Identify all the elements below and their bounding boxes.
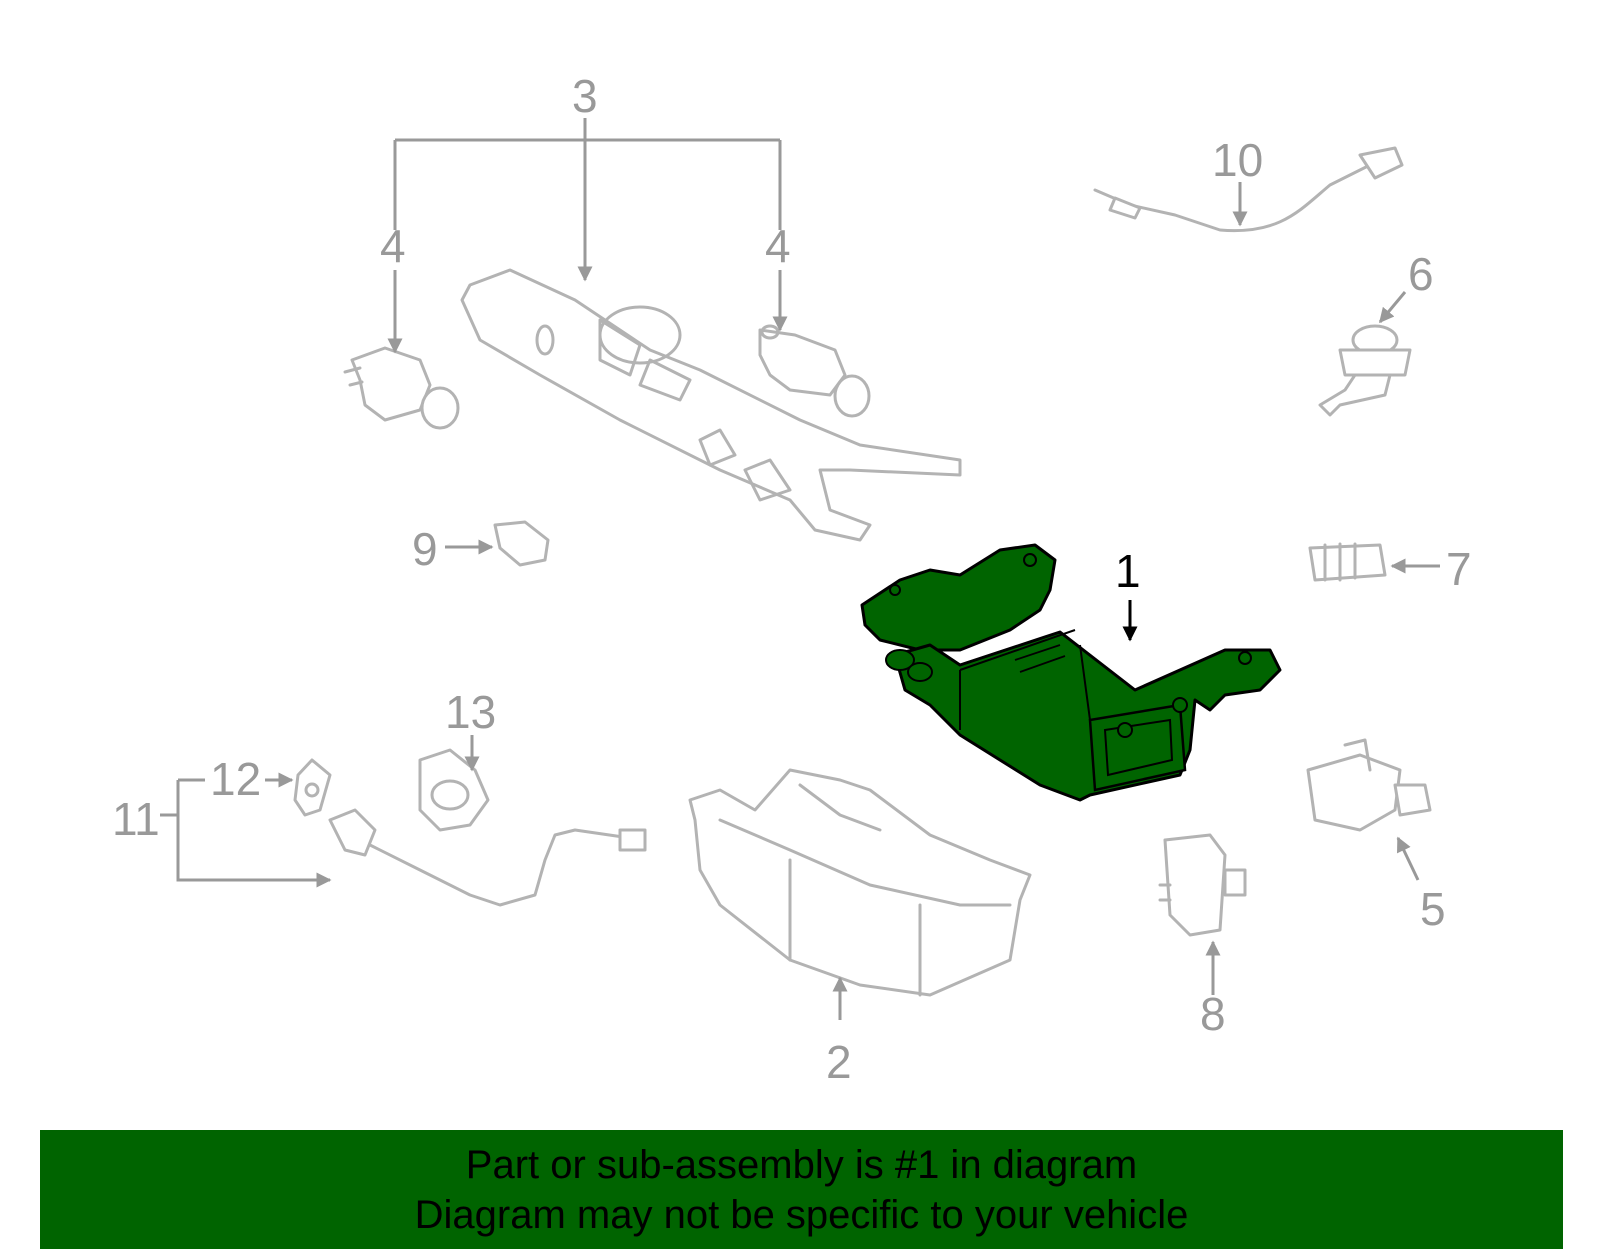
callout-2: 2	[826, 1036, 852, 1088]
part-10-sensor-harness[interactable]	[1093, 146, 1404, 233]
part-6-valve[interactable]	[1318, 324, 1412, 417]
callout-10: 10	[1212, 134, 1263, 186]
part-9-plug[interactable]	[493, 520, 550, 567]
callout-4-left: 4	[380, 220, 406, 272]
info-banner: Part or sub-assembly is #1 in diagram Di…	[40, 1130, 1563, 1249]
callout-11: 11	[112, 793, 160, 845]
callout-3: 3	[572, 70, 598, 122]
part-12-gasket[interactable]	[293, 758, 332, 817]
callout-5: 5	[1420, 883, 1446, 935]
part-8-sensor[interactable]	[1158, 833, 1247, 937]
callout-1: 1	[1115, 545, 1141, 597]
part-4-right-solenoid[interactable]	[758, 324, 871, 418]
part-1-charcoal-canister[interactable]	[860, 543, 1282, 802]
callout-9: 9	[412, 523, 438, 575]
callout-8: 8	[1200, 988, 1226, 1040]
part-7-grommet[interactable]	[1308, 542, 1387, 582]
callout-12: 12	[210, 753, 261, 805]
callout-13: 13	[445, 686, 496, 738]
part-4-left-solenoid[interactable]	[343, 346, 460, 430]
part-13-clamp[interactable]	[418, 748, 490, 832]
callout-7: 7	[1446, 543, 1472, 595]
part-2-tray[interactable]	[688, 768, 1032, 997]
banner-line-2: Diagram may not be specific to your vehi…	[414, 1192, 1189, 1237]
parts-diagram: 3 4 4 10 6 7 9 1 13 12 11 2 8 5	[112, 70, 1472, 1088]
leader-lines	[160, 118, 1440, 1020]
callout-6: 6	[1408, 248, 1434, 300]
banner-line-1: Part or sub-assembly is #1 in diagram	[465, 1142, 1138, 1187]
part-3-manifold[interactable]	[460, 268, 962, 542]
part-11-oxygen-sensor[interactable]	[328, 808, 647, 907]
part-5-vsv[interactable]	[1306, 738, 1432, 832]
callout-4-right: 4	[765, 220, 791, 272]
